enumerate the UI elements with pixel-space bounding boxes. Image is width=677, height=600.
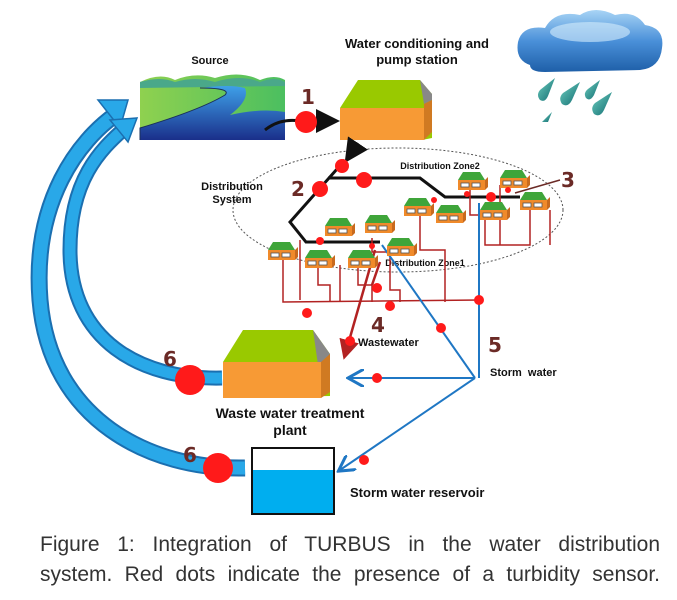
house-icon — [386, 237, 418, 257]
house-icon — [457, 171, 489, 191]
caption-line-2: system. Red dots indicate the presence o… — [40, 563, 660, 586]
turbidity-sensor-dot — [431, 197, 437, 203]
marker-3: 3 — [561, 168, 575, 192]
house-icon — [435, 204, 467, 224]
storm-pipes — [340, 203, 480, 470]
wwtp-label-line2: plant — [273, 422, 307, 438]
turbidity-sensor-dot — [505, 187, 511, 193]
marker-5: 5 — [488, 333, 502, 357]
distribution-boundary — [232, 147, 564, 273]
wastewater-label: Wastewater — [358, 337, 419, 349]
pump-station-icon — [340, 80, 432, 140]
turbidity-sensor-dot — [175, 365, 205, 395]
reservoir-label: Storm water reservoir — [350, 485, 484, 500]
house-icon — [479, 201, 511, 221]
marker-4: 4 — [371, 313, 385, 337]
turbidity-sensor-dot — [369, 243, 375, 249]
marker-3-leader — [514, 179, 561, 194]
turbidity-sensor-dot — [474, 295, 484, 305]
marker-1: 1 — [301, 85, 315, 109]
turbidity-sensor-dot — [372, 283, 382, 293]
zone2-label: Distribution Zone2 — [400, 161, 480, 171]
river-source-icon — [139, 74, 285, 140]
conditioning-label-line1: Water conditioning and — [345, 36, 489, 51]
turbidity-sensor-dot — [464, 191, 470, 197]
turbidity-sensor-dot — [356, 172, 372, 188]
turbidity-sensor-dot — [486, 192, 496, 202]
storm-water-label: Storm water — [490, 367, 557, 379]
conditioning-label-line2: pump station — [376, 52, 458, 67]
turbidity-sensor-dot — [372, 373, 382, 383]
houses — [267, 169, 551, 269]
house-icon — [519, 191, 551, 211]
turbidity-sensor-dot — [295, 111, 317, 133]
treatment-plant-icon — [223, 330, 330, 398]
caption-line-1: Figure 1: Integration of TURBUS in the w… — [40, 533, 660, 556]
marker-6-wwtp: 6 — [163, 347, 177, 371]
reservoir-tank-icon — [251, 447, 335, 515]
return-arrows — [30, 99, 246, 477]
turbidity-sensor-dot — [302, 308, 312, 318]
sewer-pipes — [282, 185, 551, 303]
marker-2: 2 — [291, 177, 305, 201]
turbidity-sensor-dot — [359, 455, 369, 465]
turbidity-sensor-dot — [345, 336, 355, 346]
house-icon — [304, 249, 336, 269]
house-icon — [324, 217, 356, 237]
rain-cloud-icon — [517, 10, 663, 122]
turbidity-sensor-dot — [385, 301, 395, 311]
wwtp-label-line1: Waste water treatment — [216, 405, 365, 421]
house-icon — [267, 241, 299, 261]
turbidity-sensor-dot — [316, 237, 324, 245]
turbidity-sensor-dot — [203, 453, 233, 483]
house-icon — [499, 169, 531, 189]
house-icon — [403, 197, 435, 217]
arrowhead-wwtp-return — [108, 117, 139, 144]
house-icon — [364, 214, 396, 234]
source-label: Source — [191, 55, 228, 67]
turbidity-sensor-dot — [436, 323, 446, 333]
turbidity-sensor-dot — [335, 159, 349, 173]
turbidity-sensors — [302, 159, 511, 465]
figure-caption: Figure 1: Integration of TURBUS in the w… — [40, 530, 660, 590]
turbidity-sensor-dot — [312, 181, 328, 197]
zone1-label: Distribution Zone1 — [385, 258, 465, 268]
marker-6-reservoir: 6 — [183, 443, 197, 467]
distribution-label-line1: Distribution — [201, 181, 263, 193]
distribution-label-line2: System — [212, 194, 251, 206]
